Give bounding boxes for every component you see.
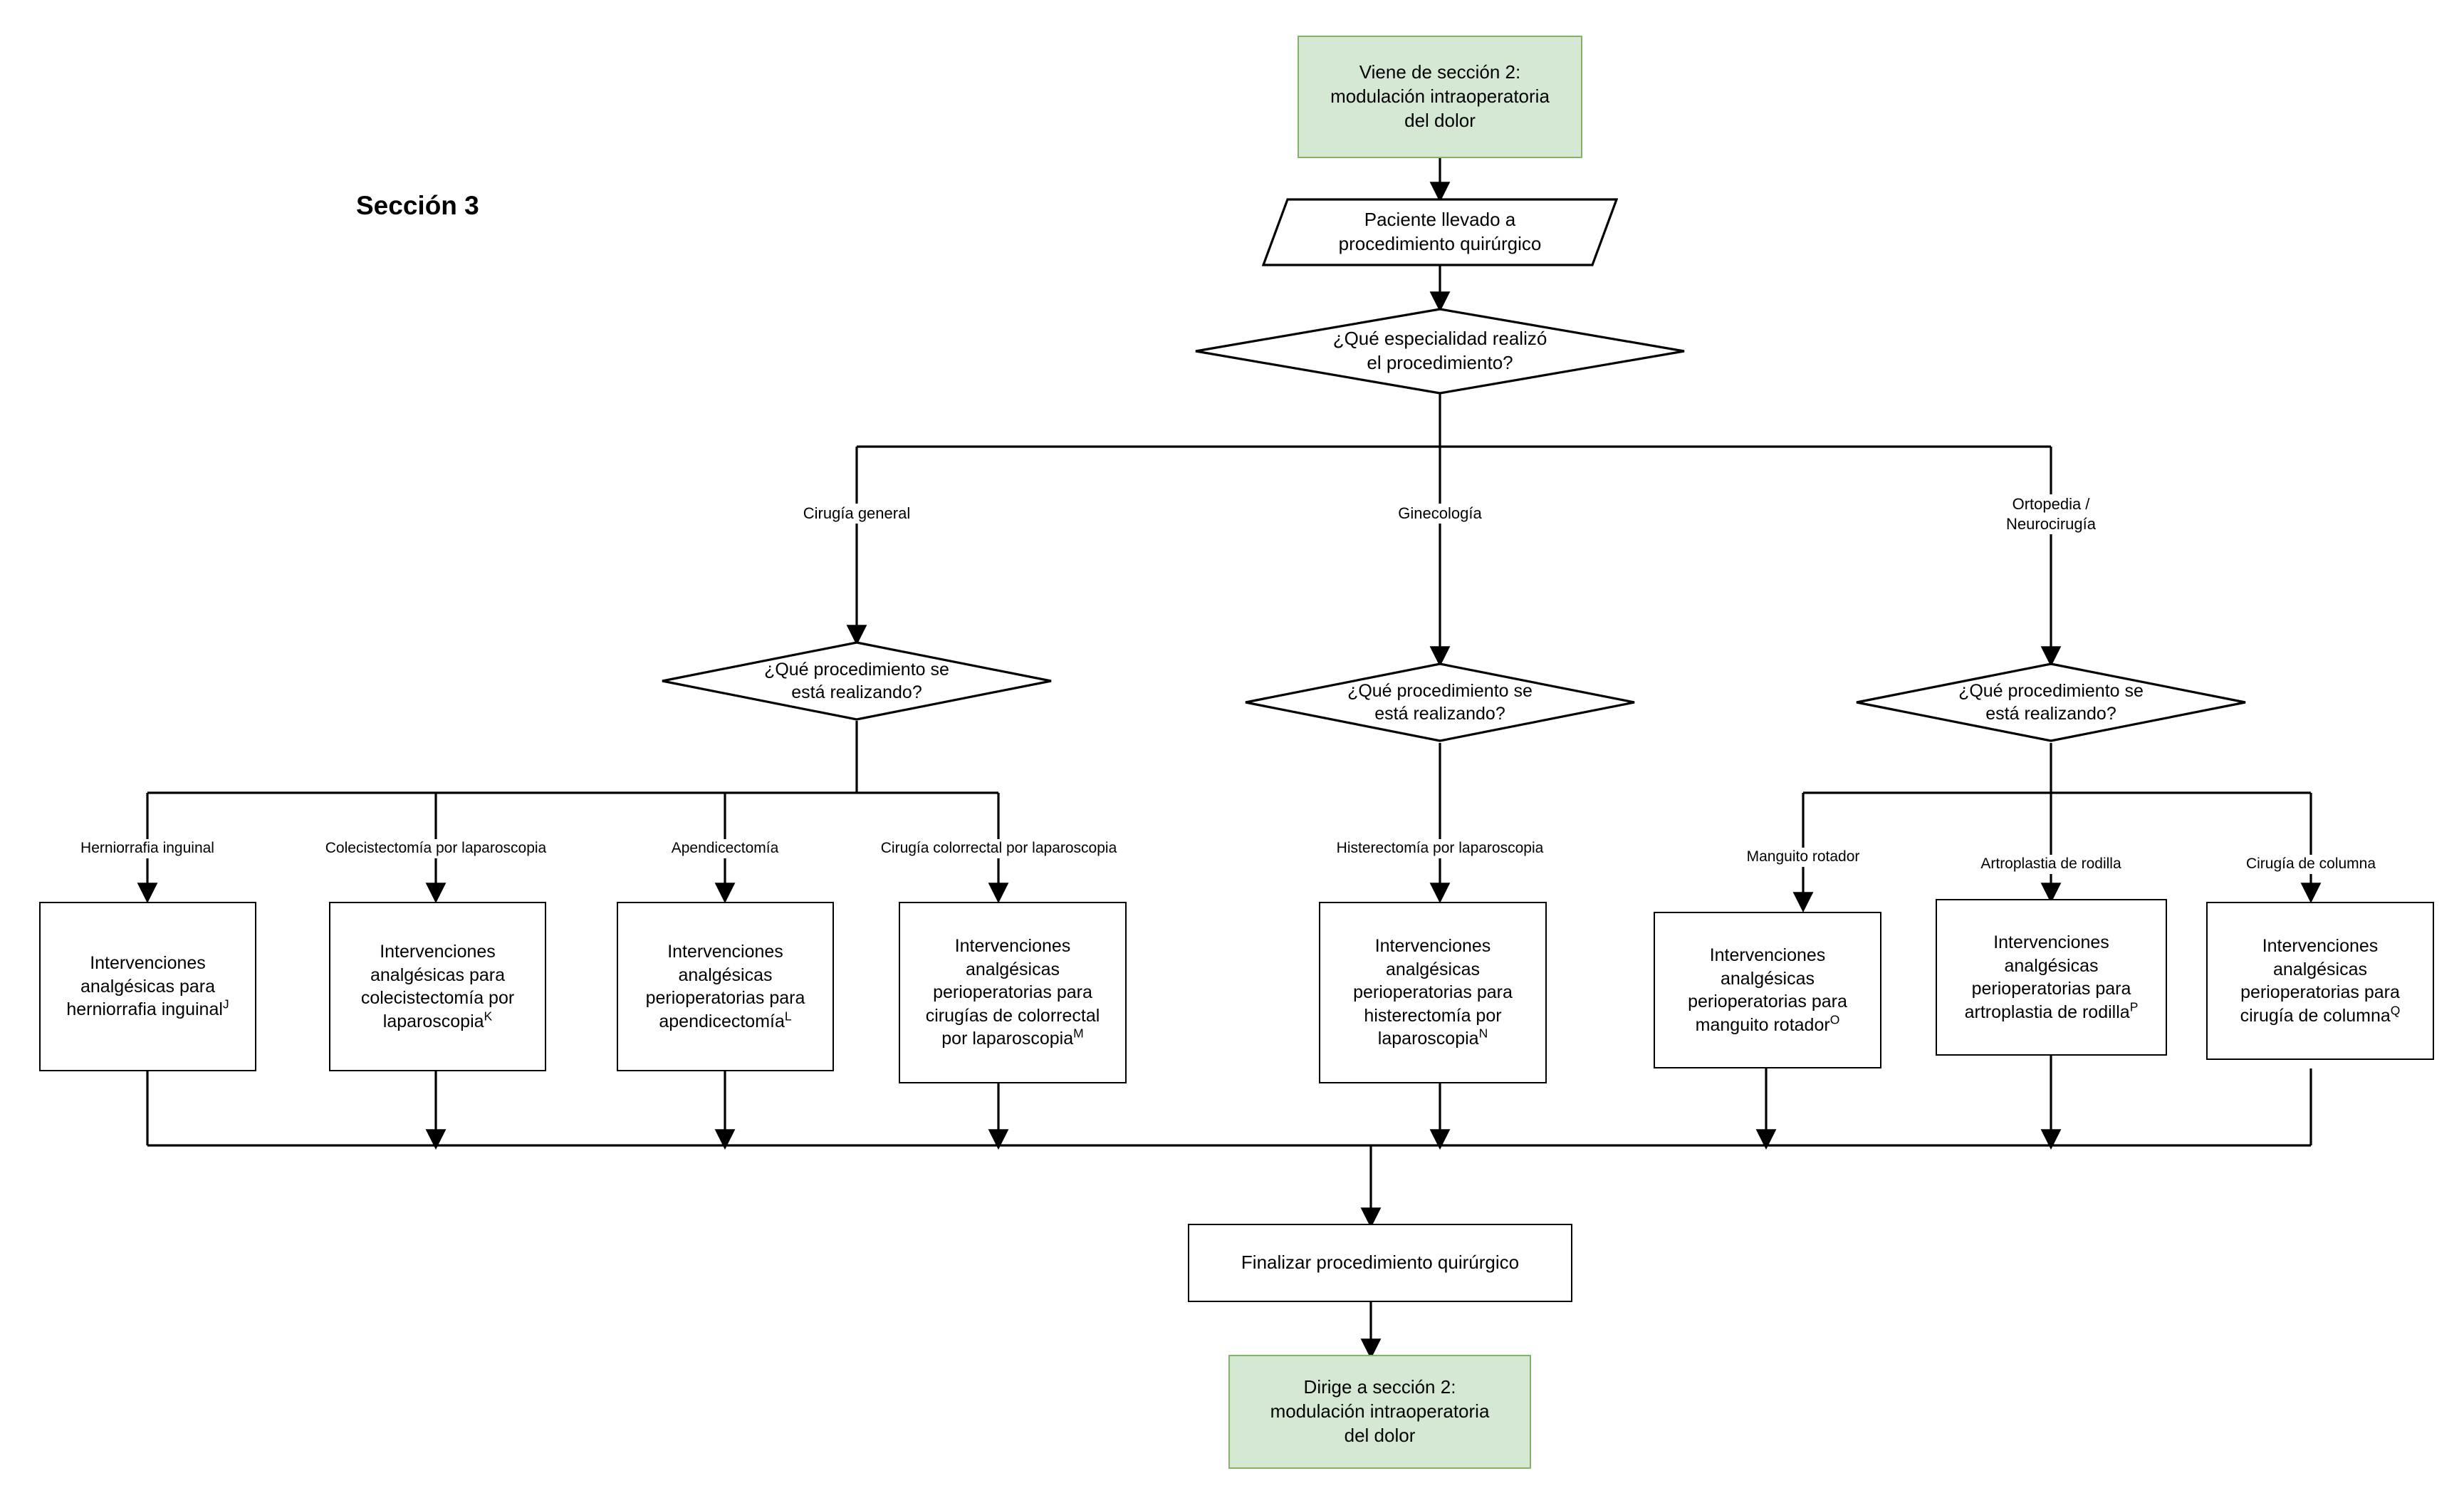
intervention-line: analgésicas	[678, 964, 773, 985]
node-exit-line2: modulación intraoperatoria	[1270, 1400, 1490, 1422]
node-intervention-herniorrafia[interactable]: Intervenciones analgésicas para herniorr…	[39, 902, 256, 1071]
note-ref: M	[1073, 1026, 1084, 1041]
node-exit-line3: del dolor	[1344, 1424, 1416, 1446]
branch-label-herniorrafia-inguinal: Herniorrafia inguinal	[41, 839, 254, 858]
intervention-line: analgésicas	[965, 959, 1060, 979]
note-ref: O	[1829, 1012, 1840, 1027]
node-patient-line1: Paciente llevado a	[1364, 209, 1516, 231]
note-ref: J	[222, 997, 229, 1011]
node-intervention-histerectomia[interactable]: Intervenciones analgésicas perioperatori…	[1319, 902, 1547, 1083]
intervention-line: analgésicas	[1720, 968, 1815, 989]
node-intervention-apendicectomia[interactable]: Intervenciones analgésicas perioperatori…	[617, 902, 834, 1071]
note-ref: K	[484, 1009, 493, 1024]
intervention-line-with-note: por laparoscopiaM	[941, 1026, 1084, 1049]
branch-label-apendicectomia: Apendicectomía	[618, 839, 832, 858]
intervention-line: Intervenciones	[1709, 945, 1826, 965]
note-ref: P	[2129, 999, 2139, 1014]
node-entry-section2[interactable]: Viene de sección 2: modulación intraoper…	[1298, 36, 1582, 158]
decision-ortho-line2: está realizando?	[1985, 704, 2116, 724]
diamond-shape	[1245, 662, 1635, 742]
node-entry-line2: modulación intraoperatoria	[1330, 85, 1550, 108]
intervention-line: Intervenciones	[2262, 936, 2379, 956]
intervention-line-with-note: herniorrafia inguinalJ	[66, 997, 229, 1020]
branch-label-colecistectomia-laparoscopia: Colecistectomía por laparoscopia	[293, 839, 578, 858]
node-intervention-colecistectomia[interactable]: Intervenciones analgésicas para colecist…	[329, 902, 546, 1071]
node-patient-line2: procedimiento quirúrgico	[1338, 233, 1542, 254]
intervention-line: analgésicas para	[80, 976, 215, 997]
branch-label-cirugia-colorrectal-laparoscopia: Cirugía colorrectal por laparoscopia	[847, 839, 1150, 858]
intervention-line: perioperatorias para	[2240, 982, 2400, 1002]
intervention-line: Intervenciones	[667, 942, 783, 962]
intervention-line: perioperatorias para	[645, 988, 805, 1008]
node-intervention-colorrectal[interactable]: Intervenciones analgésicas perioperatori…	[899, 902, 1127, 1083]
page-title: Sección 3	[356, 191, 479, 220]
intervention-line: perioperatorias para	[1353, 982, 1513, 1003]
intervention-line-with-note: artroplastia de rodillaP	[1964, 999, 2139, 1022]
node-exit-section2[interactable]: Dirige a sección 2: modulación intraoper…	[1228, 1355, 1531, 1469]
intervention-line: perioperatorias para	[933, 982, 1092, 1003]
intervention-line: Intervenciones	[380, 942, 496, 962]
branch-label-cirugia-general: Cirugía general	[757, 504, 956, 524]
note-ref: L	[784, 1009, 792, 1024]
diamond-shape	[1195, 308, 1685, 395]
intervention-line: colecistectomía por	[360, 988, 515, 1008]
diamond-shape	[1856, 662, 2246, 742]
decision-gyn-line2: está realizando?	[1374, 704, 1505, 724]
intervention-line-with-note: cirugía de columnaQ	[2240, 1003, 2401, 1026]
note-ref: N	[1478, 1026, 1488, 1041]
branch-label-cirugia-columna: Cirugía de columna	[2204, 855, 2418, 874]
node-entry-line1: Viene de sección 2:	[1359, 61, 1521, 83]
node-entry-line3: del dolor	[1404, 109, 1476, 131]
intervention-line-with-note: laparoscopiaK	[382, 1009, 493, 1031]
node-exit-line1: Dirige a sección 2:	[1303, 1376, 1456, 1398]
intervention-line: perioperatorias para	[1688, 992, 1847, 1011]
node-intervention-artroplastia[interactable]: Intervenciones analgésicas perioperatori…	[1936, 899, 2167, 1056]
branch-label-histerectomia-laparoscopia: Histerectomía por laparoscopia	[1290, 839, 1589, 858]
decision-specialty-line1: ¿Qué especialidad realizó	[1332, 328, 1547, 350]
branch-label-manguito-rotador: Manguito rotador	[1696, 848, 1910, 867]
branch-label-artroplastia-rodilla: Artroplastia de rodilla	[1944, 855, 2158, 874]
node-intervention-manguito[interactable]: Intervenciones analgésicas perioperatori…	[1654, 912, 1881, 1068]
node-finalize-procedure[interactable]: Finalizar procedimiento quirúrgico	[1188, 1224, 1572, 1302]
decision-gyn-line1: ¿Qué procedimiento se	[1347, 680, 1533, 701]
decision-ortho-line1: ¿Qué procedimiento se	[1958, 680, 2144, 701]
intervention-line-with-note: manguito rotadorO	[1695, 1012, 1840, 1035]
decision-general-line1: ¿Qué procedimiento se	[764, 659, 949, 680]
intervention-line: analgésicas	[2004, 955, 2099, 976]
decision-which-procedure-ortho[interactable]: ¿Qué procedimiento se está realizando?	[1855, 662, 2247, 742]
node-intervention-columna[interactable]: Intervenciones analgésicas perioperatori…	[2206, 902, 2434, 1060]
branch-label-ortopedia-line1: Ortopedia /	[2012, 495, 2090, 513]
intervention-line: analgésicas	[1385, 959, 1481, 979]
branch-label-ginecologia: Ginecología	[1340, 504, 1540, 524]
intervention-line-with-note: apendicectomíaL	[659, 1009, 792, 1031]
decision-specialty-line2: el procedimiento?	[1367, 352, 1513, 373]
note-ref: Q	[2390, 1003, 2401, 1018]
branch-label-ortopedia-neurocirugia: Ortopedia / Neurocirugía	[1951, 494, 2151, 535]
intervention-line: cirugías de colorrectal	[925, 1005, 1100, 1026]
parallelogram-shape	[1261, 198, 1619, 266]
intervention-line: analgésicas para	[370, 964, 505, 985]
decision-which-procedure-gyn[interactable]: ¿Qué procedimiento se está realizando?	[1244, 662, 1636, 742]
intervention-line-with-note: laparoscopiaN	[1377, 1026, 1488, 1049]
intervention-line: Intervenciones	[1993, 932, 2109, 952]
branch-label-ortopedia-line2: Neurocirugía	[2006, 515, 2096, 534]
intervention-line: Intervenciones	[954, 936, 1071, 957]
intervention-line: perioperatorias para	[1971, 979, 2131, 999]
intervention-line: analgésicas	[2272, 959, 2368, 979]
intervention-line: Intervenciones	[90, 953, 206, 974]
decision-general-line2: está realizando?	[791, 682, 922, 702]
intervention-line: Intervenciones	[1374, 936, 1491, 957]
diamond-shape	[662, 641, 1052, 721]
intervention-line: histerectomía por	[1364, 1005, 1502, 1026]
decision-which-procedure-general[interactable]: ¿Qué procedimiento se está realizando?	[661, 641, 1053, 721]
decision-which-specialty[interactable]: ¿Qué especialidad realizó el procedimien…	[1194, 308, 1686, 395]
node-patient-to-procedure[interactable]: Paciente llevado a procedimiento quirúrg…	[1261, 198, 1619, 266]
